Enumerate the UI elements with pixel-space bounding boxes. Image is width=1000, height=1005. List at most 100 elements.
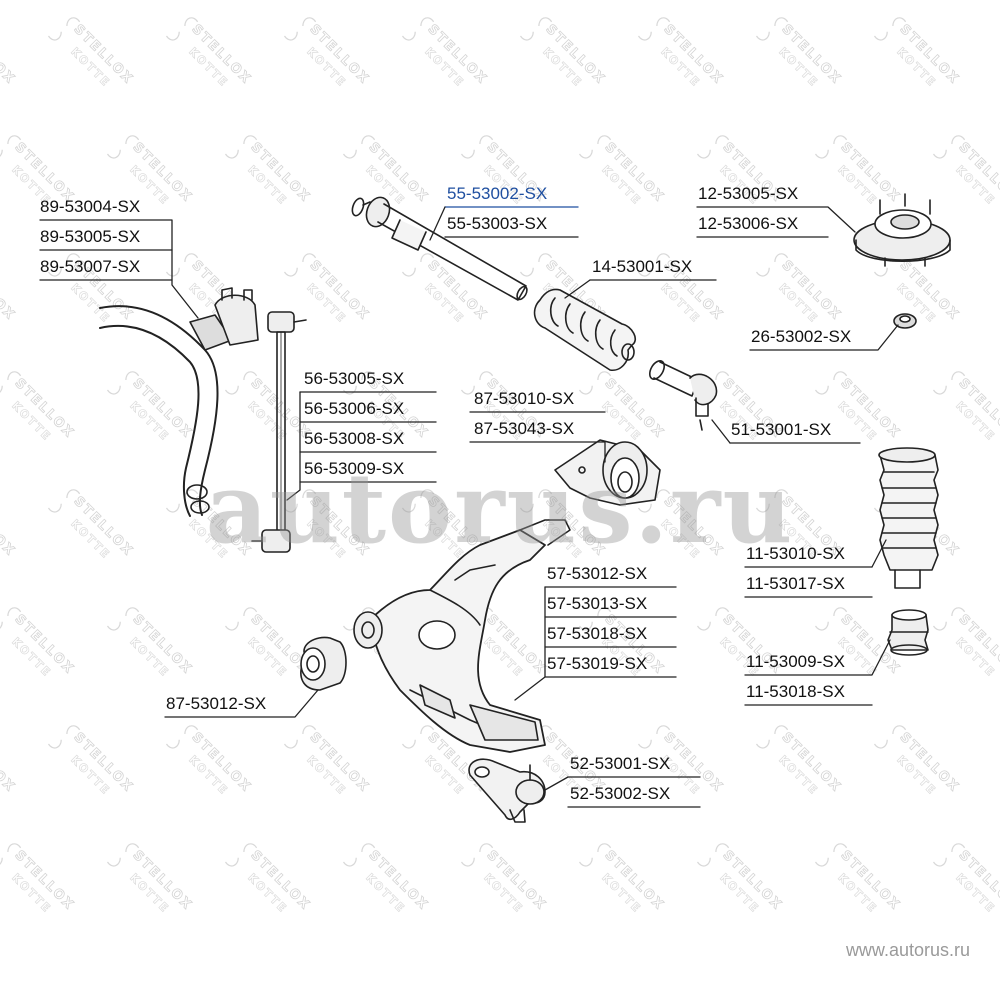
part-number-14-53001[interactable]: 14-53001-SX	[592, 257, 693, 276]
part-number-87-53010[interactable]: 87-53010-SX	[474, 389, 575, 408]
inner-tie-rod[interactable]	[350, 194, 529, 301]
part-number-89-53005[interactable]: 89-53005-SX	[40, 227, 141, 246]
stamp-logo-mark	[637, 17, 671, 41]
stamp-logo-mark	[755, 253, 789, 277]
strut-bearing[interactable]	[893, 313, 917, 329]
stamp-logo-mark	[401, 489, 435, 513]
stamp-logo-mark	[755, 17, 789, 41]
part-number-56-53005[interactable]: 56-53005-SX	[304, 369, 405, 388]
stamp-logo-mark	[814, 607, 848, 631]
strut-mount[interactable]	[853, 193, 951, 267]
part-number-52-53002[interactable]: 52-53002-SX	[570, 784, 671, 803]
part-number-26-53002[interactable]: 26-53002-SX	[751, 327, 852, 346]
stamp-logo-mark	[696, 135, 730, 159]
lower-control-arm[interactable]	[353, 519, 571, 753]
stabilizer-link[interactable]	[251, 311, 307, 553]
stamp-logo-mark	[106, 135, 140, 159]
bump-stop[interactable]	[887, 609, 929, 656]
stamp-logo-mark	[696, 843, 730, 867]
stamp-logo-mark	[578, 607, 612, 631]
strut-dust-boot[interactable]	[878, 447, 939, 589]
part-number-56-53008[interactable]: 56-53008-SX	[304, 429, 405, 448]
ball-joint[interactable]	[468, 758, 546, 823]
tie-rod-end[interactable]	[647, 358, 718, 431]
part-number-12-53006[interactable]: 12-53006-SX	[698, 214, 799, 233]
stamp-logo-mark	[342, 135, 376, 159]
stabilizer-bushing[interactable]	[189, 287, 259, 351]
stabilizer-bar[interactable]	[99, 305, 219, 517]
stamp-text: STELLOX	[0, 730, 18, 796]
rear-arm-bushing[interactable]	[554, 439, 661, 506]
stamp-logo-mark	[401, 253, 435, 277]
part-number-51-53001[interactable]: 51-53001-SX	[731, 420, 832, 439]
part-number-55-53002[interactable]: 55-53002-SX	[447, 184, 548, 203]
part-number-11-53010[interactable]: 11-53010-SX	[746, 544, 845, 563]
stamp-text: STELLOX	[0, 494, 18, 560]
front-arm-bushing[interactable]	[300, 636, 347, 691]
stamp-logo-mark	[578, 135, 612, 159]
part-number-89-53004[interactable]: 89-53004-SX	[40, 197, 141, 216]
steering-rack-boot[interactable]	[533, 288, 637, 372]
part-number-87-53012[interactable]: 87-53012-SX	[166, 694, 267, 713]
part-number-57-53018[interactable]: 57-53018-SX	[547, 624, 648, 643]
stamp-logo-mark	[106, 843, 140, 867]
stamp-logo-mark	[814, 843, 848, 867]
part-number-57-53013[interactable]: 57-53013-SX	[547, 594, 648, 613]
part-number-11-53017[interactable]: 11-53017-SX	[746, 574, 845, 593]
part-number-57-53012[interactable]: 57-53012-SX	[547, 564, 648, 583]
part-number-56-53009[interactable]: 56-53009-SX	[304, 459, 405, 478]
part-number-57-53019[interactable]: 57-53019-SX	[547, 654, 648, 673]
stamp-logo-mark	[224, 843, 258, 867]
part-number-55-53003[interactable]: 55-53003-SX	[447, 214, 548, 233]
footer-url[interactable]: www.autorus.ru	[845, 940, 970, 960]
part-number-12-53005[interactable]: 12-53005-SX	[698, 184, 799, 203]
stamp-logo-mark	[283, 253, 317, 277]
stamp-logo-mark	[519, 489, 553, 513]
stamp-logo-mark	[755, 489, 789, 513]
stamp-logo-mark	[224, 135, 258, 159]
part-number-87-53043[interactable]: 87-53043-SX	[474, 419, 575, 438]
stamp-logo-mark	[165, 253, 199, 277]
part-number-52-53001[interactable]: 52-53001-SX	[570, 754, 671, 773]
stamp-logo-mark	[165, 17, 199, 41]
stamp-logo-mark	[873, 725, 907, 749]
stamp-logo-mark	[578, 371, 612, 395]
stamp-logo-mark	[460, 135, 494, 159]
part-number-11-53018[interactable]: 11-53018-SX	[746, 682, 845, 701]
part-number-89-53007[interactable]: 89-53007-SX	[40, 257, 141, 276]
part-number-11-53009[interactable]: 11-53009-SX	[746, 652, 845, 671]
stamp-logo-mark	[47, 17, 81, 41]
part-number-56-53006[interactable]: 56-53006-SX	[304, 399, 405, 418]
stamp-logo-mark	[696, 607, 730, 631]
